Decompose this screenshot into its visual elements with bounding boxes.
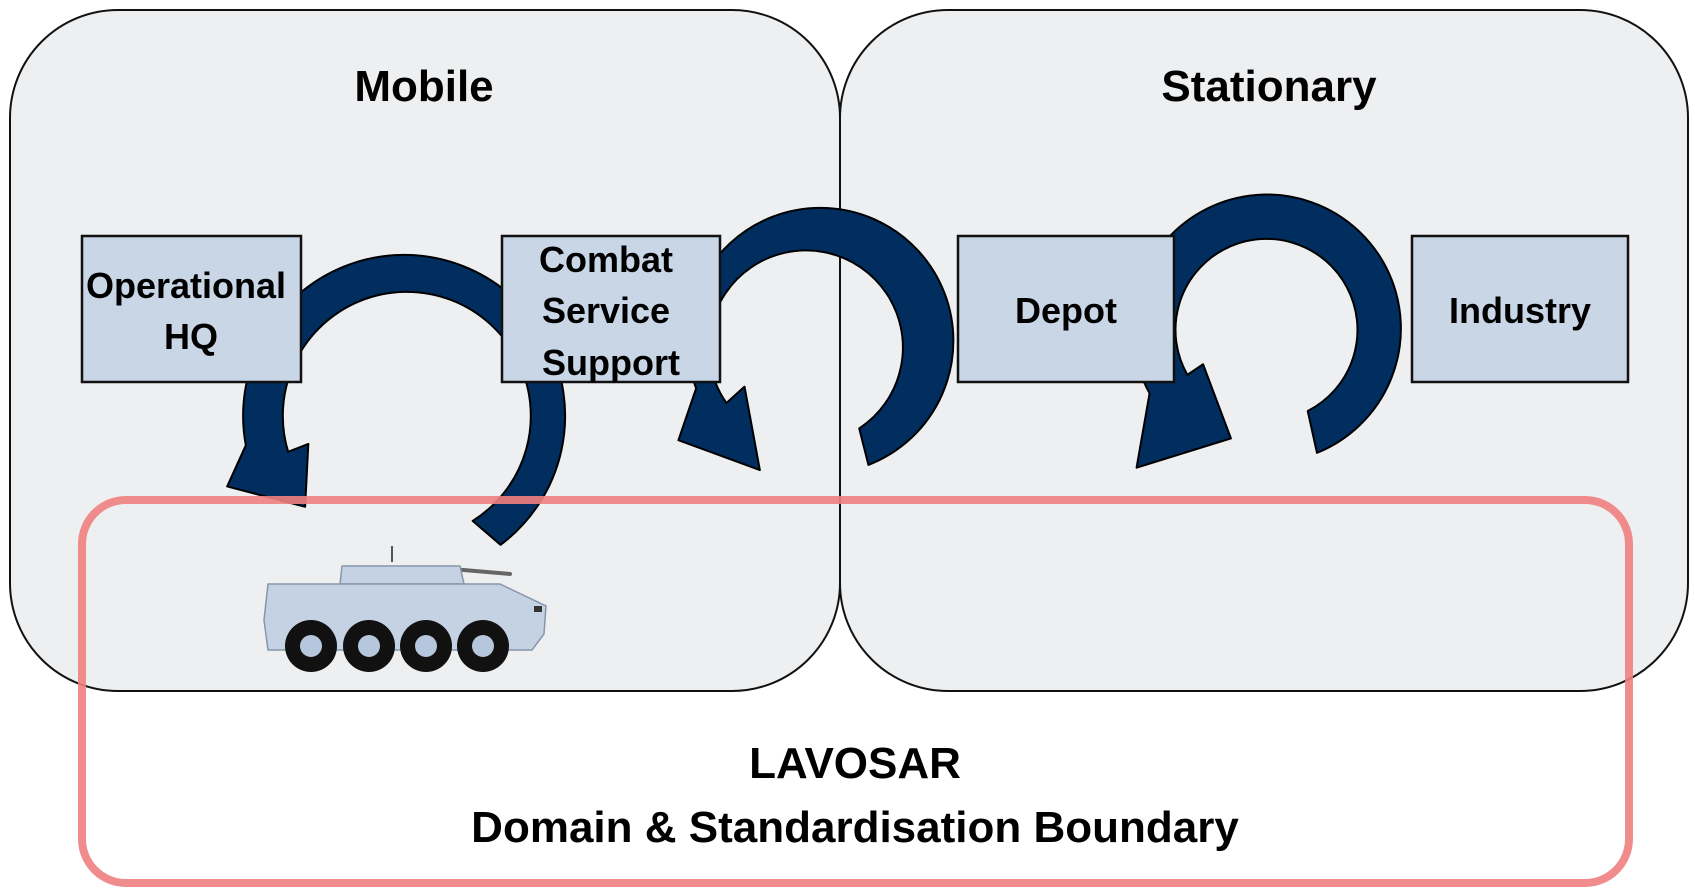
mobile-panel-title: Mobile: [354, 62, 493, 111]
cycle-arrow-icon: [677, 206, 955, 472]
boundary-subtitle: Domain & Standardisation Boundary: [471, 803, 1239, 852]
operational-hq-box: [80, 234, 303, 384]
boundary-title: LAVOSAR: [749, 739, 961, 788]
industry-label: Industry: [1449, 290, 1591, 331]
stationary-panel-title: Stationary: [1161, 62, 1377, 111]
armoured-vehicle-icon: [263, 546, 547, 672]
cycle-arrow-icon: [1131, 193, 1402, 469]
stationary-panel: [839, 9, 1689, 692]
depot-box: [956, 234, 1176, 384]
depot-label: Depot: [1015, 290, 1117, 331]
combat-service-support-label: Combat Service Support: [539, 239, 683, 383]
lavosar-boundary: [78, 496, 1633, 887]
combat-service-support-box: [500, 234, 722, 384]
operational-hq-label: Operational HQ: [86, 265, 296, 357]
industry-box: [1410, 234, 1630, 384]
